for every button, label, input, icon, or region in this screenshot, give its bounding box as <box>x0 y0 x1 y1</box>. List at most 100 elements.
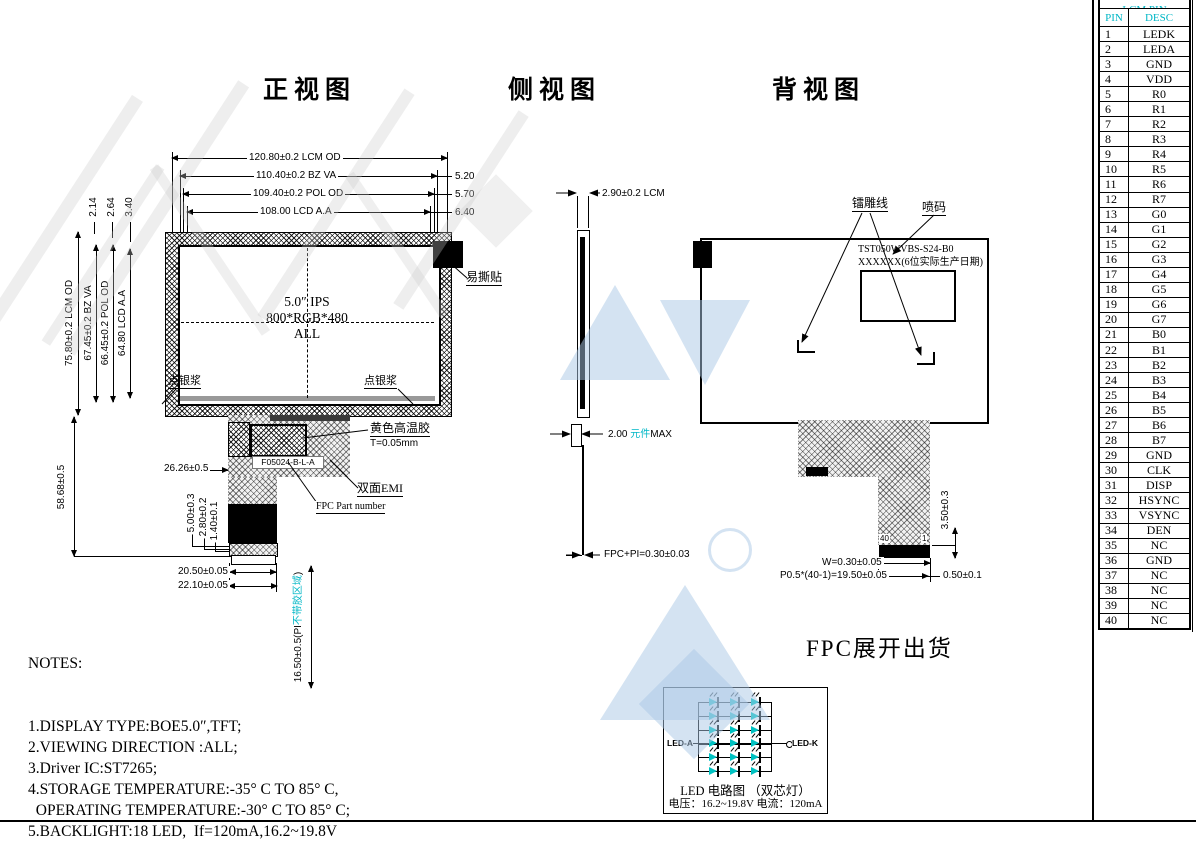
dim-label: 75.80±0.2 LCM OD <box>64 277 75 369</box>
led-symbol <box>730 710 740 722</box>
led-symbol <box>730 697 740 708</box>
finger-40: 40 <box>879 534 890 544</box>
dim-label: 67.45±0.2 BZ VA <box>83 283 94 363</box>
back-marking-text: TST050WVBS-S24-B0 XXXXXX(6位实际生产日期) <box>858 244 983 268</box>
yellow-tape-label: 黄色高温胶 T=0.05mm <box>370 421 431 450</box>
dim-label: 109.40±0.2 POL OD <box>251 188 346 200</box>
dim-label: 58.68±0.5 <box>56 462 67 512</box>
led-symbol <box>709 766 719 777</box>
note-line: 5.BACKLIGHT:18 LED, If=120mA,16.2~19.8V <box>28 823 338 840</box>
front-center-vline <box>307 248 308 398</box>
note-line: 4.STORAGE TEMPERATURE:-35° C TO 85° C, <box>28 781 339 798</box>
pin-table-header: PIN DESC <box>1100 9 1189 27</box>
led-symbol <box>709 710 719 722</box>
pin-table: LCM PIN PIN DESC 1LEDK2LEDA3GND4VDD5R06R… <box>1098 0 1191 630</box>
front-center-hline <box>181 322 434 323</box>
back-fpc-upper <box>798 420 930 477</box>
note-line: 1.DISPLAY TYPE:BOE5.0″,TFT; <box>28 718 242 735</box>
front-view-title: 正视图 <box>263 77 357 104</box>
fpc-ship-note: FPC展开出货 <box>806 636 953 661</box>
dim-label: 5.70 <box>453 189 477 201</box>
laser-mark-right <box>917 352 935 365</box>
side-fpc-line <box>582 445 584 555</box>
laser-mark-left <box>797 340 815 353</box>
front-bottom-strip <box>180 396 435 401</box>
led-circuit-box: LED-A LED-K LED 电路图 （双芯灯） 电压：16.2~19.8V … <box>663 687 828 814</box>
dim-label: 3.40 <box>124 195 135 219</box>
dim-label: 2.80±0.2 <box>198 495 209 539</box>
led-symbol <box>730 766 740 777</box>
led-symbol <box>709 752 719 764</box>
led-symbol <box>751 766 761 777</box>
fpc-stiffener <box>228 504 277 543</box>
notes-heading: NOTES: <box>28 655 83 672</box>
dim-label: 22.10±0.05 <box>176 580 230 592</box>
back-fpc-tail <box>878 477 930 545</box>
led-symbol <box>751 752 761 764</box>
note-line: 3.Driver IC:ST7265; <box>28 760 158 777</box>
back-fingers <box>879 545 930 558</box>
dim-label: 26.26±0.5 <box>162 463 211 475</box>
notes-list: 1.DISPLAY TYPE:BOE5.0″,TFT;2.VIEWING DIR… <box>28 716 350 841</box>
led-caption1: LED 电路图 （双芯灯） <box>680 784 811 798</box>
led-symbol <box>709 697 719 708</box>
led-symbol <box>730 752 740 764</box>
dim-label: 2.64 <box>106 195 117 219</box>
led-symbol <box>751 697 761 708</box>
easy-tear-sticker <box>433 241 463 268</box>
dim-label: W=0.30±0.05 <box>820 557 884 569</box>
note-line: OPERATING TEMPERATURE:-30° C TO 85° C; <box>28 802 350 819</box>
dim-label: 3.50±0.3 <box>940 488 951 532</box>
dim-label: 110.40±0.2 BZ VA <box>254 170 339 182</box>
fpc-step <box>228 477 277 504</box>
dim-label: 108.00 LCD A.A <box>258 206 334 218</box>
panel-spec-text: 5.0″ IPS 800*RGB*480 ALL <box>266 294 348 341</box>
yellow-tape-area <box>250 424 307 457</box>
back-tab <box>693 241 712 268</box>
led-anode-label: LED-A <box>667 738 693 748</box>
fpc-corner-pad <box>228 422 250 457</box>
dim-label: 120.80±0.2 LCM OD <box>247 152 343 164</box>
led-caption2: 电压：16.2~19.8V 电流：120mA <box>668 798 823 810</box>
fpc-top-strip <box>270 415 350 421</box>
silver-paste-left: 点银浆 <box>168 375 201 389</box>
fpc-tail-end <box>229 543 278 557</box>
side-component-bump <box>571 424 582 447</box>
led-cathode-label: LED-K <box>792 738 818 748</box>
dim-label: 64.80 LCD A.A <box>117 287 128 359</box>
easy-tear-label: 易撕贴 <box>466 270 503 286</box>
notes-block: NOTES: 1.DISPLAY TYPE:BOE5.0″,TFT;2.VIEW… <box>28 611 350 841</box>
back-fpc-emistrip <box>806 467 828 476</box>
dim-label: 66.45±0.2 POL OD <box>100 278 111 368</box>
dim-label: 5.20 <box>453 171 477 183</box>
dim-label: 6.40 <box>453 207 477 219</box>
dim-label: 0.50±0.1 <box>941 570 984 582</box>
